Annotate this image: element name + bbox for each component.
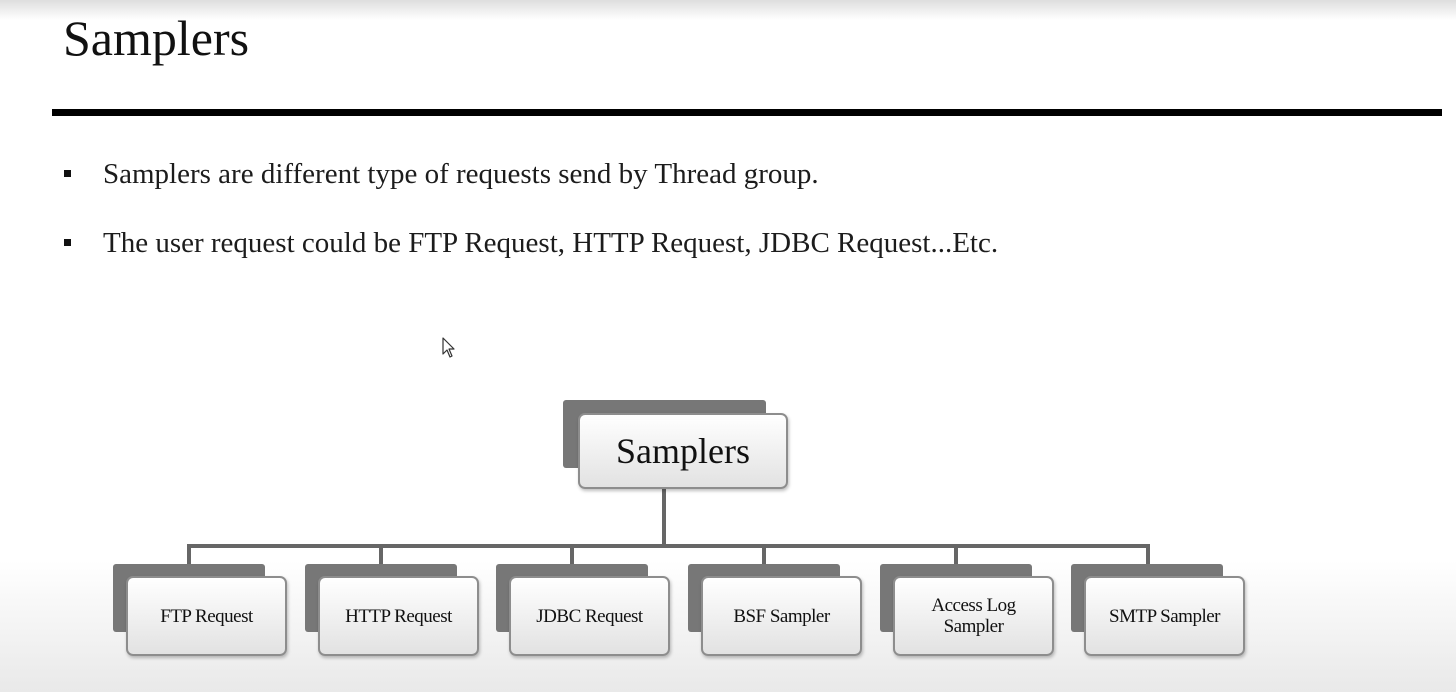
bullet-text: The user request could be FTP Request, H…: [103, 227, 999, 259]
child-node-access-log-sampler: Access Log Sampler: [893, 576, 1054, 656]
child-node-label: FTP Request: [160, 605, 253, 627]
child-node-label: BSF Sampler: [733, 605, 830, 627]
child-node-jdbc-request: JDBC Request: [509, 576, 670, 656]
title-rule: [52, 109, 1442, 116]
bullet-text: Samplers are different type of requests …: [103, 158, 819, 190]
root-node-label: Samplers: [616, 431, 750, 471]
top-shade: [0, 0, 1456, 20]
child-node-label: SMTP Sampler: [1109, 605, 1221, 627]
child-node-label: JDBC Request: [536, 605, 643, 627]
child-node-ftp-request: FTP Request: [126, 576, 287, 656]
child-node-smtp-sampler: SMTP Sampler: [1084, 576, 1245, 656]
child-node-http-request: HTTP Request: [318, 576, 479, 656]
bullet-marker: [64, 239, 71, 246]
child-node-label: HTTP Request: [345, 605, 452, 627]
root-node-samplers: Samplers: [578, 413, 788, 489]
slide-title: Samplers: [63, 10, 250, 66]
child-node-bsf-sampler: BSF Sampler: [701, 576, 862, 656]
mouse-cursor-icon: [442, 337, 455, 358]
child-node-label: Access Log Sampler: [931, 595, 1016, 637]
bullet-marker: [64, 170, 71, 177]
